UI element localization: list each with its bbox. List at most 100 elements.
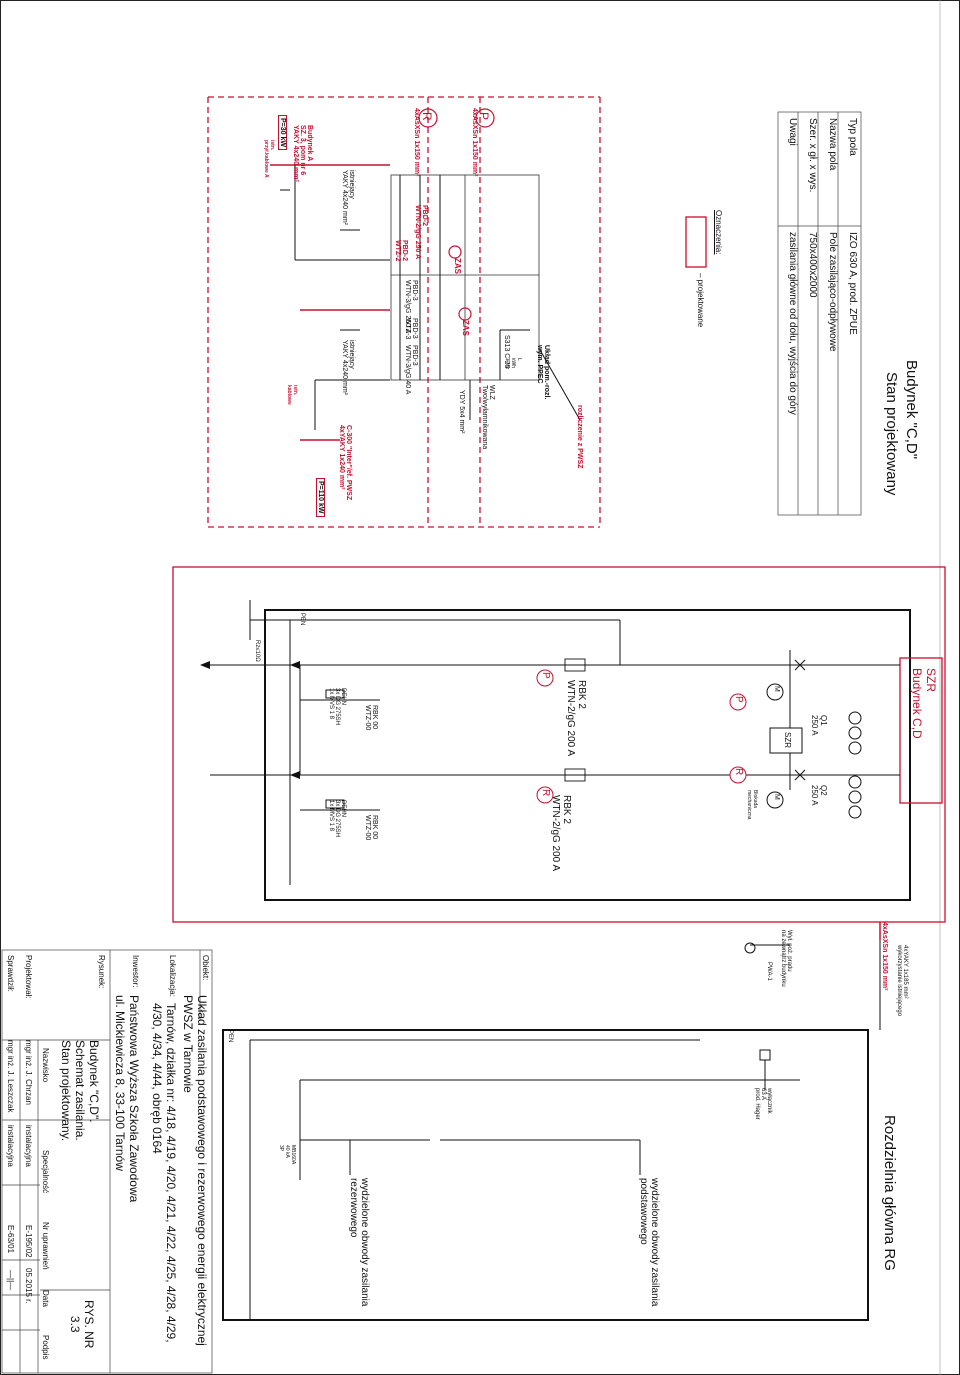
fuse-label: PBD-3 WTN-3/gG 40 A xyxy=(404,345,418,395)
station-wiring xyxy=(399,175,581,421)
surge-label: DEHN 3x DG 275SH 1x MVS 1 8 xyxy=(328,688,346,726)
r-label: R xyxy=(733,768,744,776)
cable-note: 4xYAKY 1x185 mm² wykorzystanie istniejąc… xyxy=(896,945,908,1017)
rg-cabinet xyxy=(222,1029,869,1321)
lokalizacja-value: Tarnów, działka nr: 4/18, 4/19, 4/20, 4/… xyxy=(150,1003,178,1343)
building-a-label: Budynek A SZ. 3, pom nr 6 YAKY 4x240 mm² xyxy=(292,125,313,182)
header-cell: Specjalność xyxy=(41,1150,50,1194)
szr-title: SZR xyxy=(924,668,938,692)
q2-label: Q2 250 A xyxy=(810,785,828,806)
szr-meters xyxy=(536,669,862,819)
date-cell: 05.2015 r. xyxy=(24,1268,33,1304)
table-label: Szer. x gł. x wys. xyxy=(807,118,818,193)
cable-label: istniejący YAKY 4x240 mm² xyxy=(341,170,355,225)
rbk00-label: RBK 00 WTZ-00 xyxy=(364,705,378,731)
date-cell: —||— xyxy=(6,1270,15,1291)
spec-cell: instalacyjna xyxy=(6,1125,15,1167)
circuit-res-label: wydzielone obwody zasilania rezerwowego xyxy=(348,1178,370,1307)
szr-subtitle: Budynek C,D xyxy=(910,668,924,739)
p-circle xyxy=(729,693,747,711)
zas-label: ZAS xyxy=(461,320,470,336)
mb-label: MB160A 40 kA 3P xyxy=(278,1145,296,1165)
name-cell: mgr inż. J. Chrzan xyxy=(24,1040,33,1105)
pwa-label: PWA-1 xyxy=(766,962,772,981)
title-block-lines xyxy=(1,949,213,1374)
rysunek-value: Budynek "C,D". Schemat zasilania. Stan p… xyxy=(59,1040,101,1142)
generator-label: C-300 "Inter"/ef. PWSZ 4xYAKY 1x240 mm² xyxy=(338,425,352,501)
meter-label: L kWh 3-faz xyxy=(504,358,522,370)
field-table xyxy=(777,111,862,516)
name-cell: mgr inż. J. Leszczak xyxy=(6,1040,15,1113)
p-label: P xyxy=(733,696,744,703)
szr-region xyxy=(172,566,946,923)
cable-label: 4xAsXSn 1x150 mm² xyxy=(471,108,478,177)
block-label: Blokada mechaniczna xyxy=(746,790,758,820)
rbk-right-label: RBK 2 WTN-2/gG 200 A xyxy=(550,795,572,872)
zas2-marker xyxy=(458,307,472,321)
r-circle xyxy=(729,766,747,784)
motor-right xyxy=(766,791,784,809)
station-box xyxy=(390,174,540,381)
fuse-label: PBD-2 WTZ-2 xyxy=(394,240,408,262)
nr-cell: E-63/01 xyxy=(6,1225,15,1254)
table-value: 750x400x2000 xyxy=(807,232,818,298)
rg-wiring xyxy=(249,922,881,1320)
rbk00-label: RBK 00 WTZ-00 xyxy=(364,815,378,841)
zas1-marker xyxy=(448,245,462,259)
surge-protectors xyxy=(325,689,345,809)
szr-controller xyxy=(769,727,803,754)
cable-label: 4xAsXSn 1x150 mm² xyxy=(881,922,888,991)
pen-label: PEN xyxy=(299,613,305,626)
source-p-marker xyxy=(475,108,495,128)
p-label: P xyxy=(540,672,551,679)
szr-title-box xyxy=(899,657,943,804)
inwestor-label: Inwestor: xyxy=(131,955,140,988)
page-subtitle: Stan projektowany xyxy=(883,372,900,496)
power-label: P=30 kW xyxy=(278,115,287,150)
power-label: P=110 kW xyxy=(316,478,325,517)
szr-breakers xyxy=(794,659,806,781)
obiekt-value: Układ zasilania podstawowego i rezerwowe… xyxy=(181,995,209,1346)
circuit-main-label: wydzielone obwody zasilania podstawowego xyxy=(638,1178,660,1307)
header-cell: Nazwisko xyxy=(41,1048,50,1083)
rbk-p-circle xyxy=(536,669,554,687)
motor-label: M xyxy=(773,686,780,692)
source-markers xyxy=(418,108,495,321)
drawing-number: RYS. NR 3.3 xyxy=(68,1300,96,1349)
nr-cell: E-195/02 xyxy=(24,1225,33,1258)
fuse-label: PBD-3 WTZ-3 xyxy=(404,318,418,340)
source-r-label: R xyxy=(420,112,434,121)
source-p-label: P xyxy=(477,112,491,121)
table-label: Nazwa pola xyxy=(827,118,838,171)
ppec-note: rozliczenie z PWSZ xyxy=(576,405,583,469)
rbk-left-label: RBK 2 WTN-2/gG 200 A xyxy=(565,680,587,757)
inwestor-value: Państwowa Wyższa Szkoła Zawodowa ul. Mic… xyxy=(113,995,141,1203)
cable-label: istniejący YAKY 4x240 mm² xyxy=(341,340,355,395)
system-label: Układ pom.-rozl. wym. PPEC xyxy=(536,345,550,400)
legend-item: – projektowane xyxy=(696,273,705,328)
r-label: R xyxy=(540,789,551,797)
table-label: Typ pola xyxy=(847,118,858,156)
szr-cabinet xyxy=(264,609,911,901)
red-feeders xyxy=(270,164,390,441)
table-value: zasilania główne od dołu, wyjścia do gór… xyxy=(787,232,798,415)
breaker-label: wyłącznik 63 A prod. Hager xyxy=(754,1088,772,1120)
table-label: Uwagi xyxy=(787,118,798,146)
legend-box xyxy=(685,216,707,268)
table-value: IZO 630 A, prod. ZPUE xyxy=(847,232,858,335)
fuse-label: PBD-2 WTN-2/gG 250 A xyxy=(414,205,428,260)
header-cell: Nr uprawnień xyxy=(41,1222,50,1270)
zas-label: ZAS xyxy=(453,258,462,274)
pen-label: PEN xyxy=(227,1030,233,1043)
motor-left xyxy=(766,683,784,701)
pwa-note: Wył. poż. prądu na zewnątrz budynku xyxy=(780,930,792,987)
arrow-markers xyxy=(200,661,300,779)
szr-controller-label: SZR xyxy=(783,732,792,748)
ground-label: Rz≤10Ω xyxy=(254,640,260,662)
rg-relay xyxy=(759,1049,771,1061)
wlz-label: WLZ Two/wyłamnikowana xyxy=(481,385,495,450)
rg-title: Rozdzielnia główna RG xyxy=(881,1115,898,1271)
table-value: Pole zasilająco-odpływowe xyxy=(827,232,838,352)
